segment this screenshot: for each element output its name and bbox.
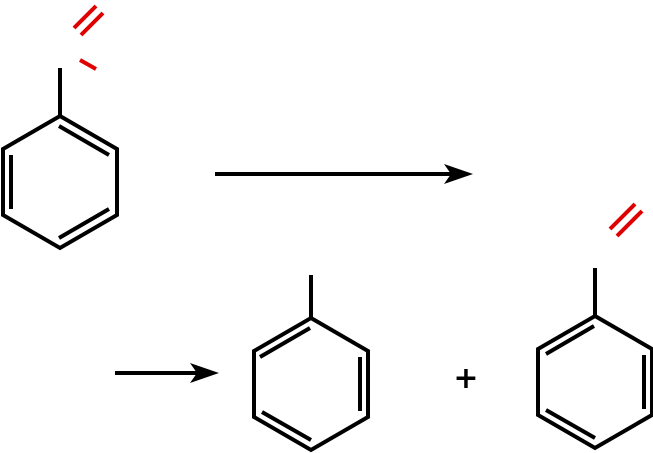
reaction-arrow-2 bbox=[115, 363, 219, 383]
plus-sign: + bbox=[453, 361, 478, 396]
highlight-double-bond-line bbox=[79, 11, 105, 37]
ring-outline bbox=[536, 313, 653, 451]
highlight-double-bond-line bbox=[72, 4, 98, 30]
ring-inner-double-bond bbox=[258, 326, 312, 359]
ring-inner-double-bond bbox=[261, 410, 312, 442]
reactant-benzene-ring bbox=[1, 113, 119, 251]
ring-inner-double-bond bbox=[544, 324, 596, 356]
ring-outline bbox=[1, 113, 119, 251]
highlighted-fragment bbox=[72, 4, 105, 71]
ring-inner-double-bond bbox=[545, 408, 596, 440]
highlight-double-bond-line bbox=[615, 209, 644, 238]
reactant-molecule bbox=[1, 4, 119, 251]
product-2-benzene-ring bbox=[536, 313, 653, 451]
highlighted-fragment bbox=[608, 202, 644, 238]
product-2-molecule bbox=[536, 202, 653, 451]
ring-outline bbox=[252, 315, 370, 453]
ring-inner-double-bond bbox=[57, 124, 111, 157]
product-1-benzene-ring bbox=[252, 315, 370, 453]
highlight-double-bond-line bbox=[608, 202, 637, 231]
reaction-arrow-1 bbox=[215, 164, 473, 184]
product-1-molecule bbox=[252, 275, 370, 453]
ring-inner-double-bond bbox=[57, 207, 111, 240]
highlight-fragment-bond bbox=[79, 58, 97, 71]
